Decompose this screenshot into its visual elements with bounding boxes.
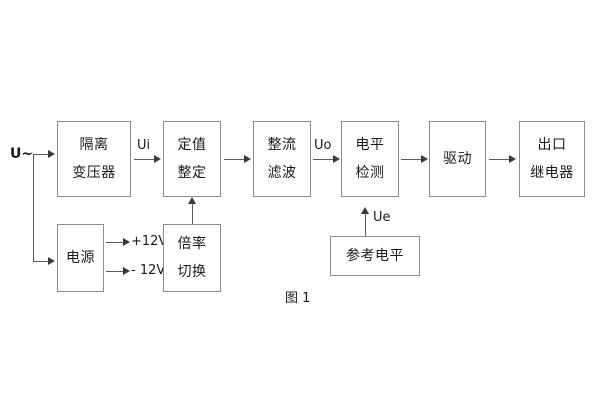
line-transformer-to-setpoint: [134, 159, 155, 160]
line-setpoint-to-rectifier: [224, 159, 245, 160]
block-level-detect[interactable]: 电平 检测: [341, 121, 399, 197]
line-rail-negative: [106, 271, 124, 272]
arrow-to-isolation-transformer: [48, 150, 55, 158]
line-rail-positive: [106, 242, 124, 243]
block-rectify-filter-line-1: 整流: [267, 136, 297, 153]
block-drive-line-1: 驱动: [443, 150, 472, 167]
arrow-to-power-supply: [48, 257, 55, 265]
block-multiplier-switch-line-1: 倍率: [177, 235, 207, 252]
block-isolation-transformer-line-1: 隔离: [79, 136, 109, 153]
line-rectifier-to-level-detect: [313, 159, 334, 160]
block-level-detect-line-1: 电平: [355, 136, 385, 153]
input-line-bottom-horizontal: [33, 261, 49, 262]
block-reference-level-line-1: 参考电平: [346, 247, 404, 264]
signal-label-uo: Uo: [314, 138, 332, 153]
block-multiplier-switch[interactable]: 倍率 切换: [163, 224, 221, 292]
block-multiplier-switch-line-2: 切换: [177, 263, 207, 280]
arrow-rectifier-to-level-detect: [333, 155, 340, 163]
signal-label-ue: Ue: [373, 210, 391, 225]
block-output-relay-line-1: 出口: [537, 136, 567, 153]
block-output-relay-line-2: 继电器: [530, 164, 574, 181]
arrow-transformer-to-setpoint: [154, 155, 161, 163]
block-setpoint-adjust-line-2: 整定: [177, 164, 207, 181]
input-source-label: U~: [10, 146, 34, 162]
rail-label-negative: - 12V: [131, 263, 166, 278]
line-level-detect-to-drive: [401, 159, 422, 160]
input-line-vertical-branch: [33, 154, 34, 261]
arrow-rail-positive: [123, 238, 130, 246]
block-level-detect-line-2: 检测: [355, 164, 385, 181]
arrow-level-detect-to-drive: [421, 155, 428, 163]
signal-label-ui: Ui: [137, 138, 151, 153]
block-reference-level[interactable]: 参考电平: [330, 236, 420, 276]
line-reference-to-level-detect: [365, 214, 366, 236]
line-multiplier-to-setpoint: [192, 204, 193, 224]
block-rectify-filter[interactable]: 整流 滤波: [253, 121, 311, 197]
rail-label-positive: +12V: [131, 234, 168, 249]
line-drive-to-output-relay: [489, 159, 510, 160]
arrow-rail-negative: [123, 267, 130, 275]
arrow-multiplier-to-setpoint: [188, 197, 196, 204]
block-drive[interactable]: 驱动: [429, 121, 486, 197]
block-isolation-transformer-line-2: 变压器: [72, 164, 116, 181]
block-power-supply[interactable]: 电源: [57, 224, 104, 292]
block-setpoint-adjust[interactable]: 定值 整定: [163, 121, 221, 197]
arrow-setpoint-to-rectifier: [244, 155, 251, 163]
arrow-drive-to-output-relay: [509, 155, 516, 163]
figure-caption: 图 1: [285, 291, 311, 306]
block-setpoint-adjust-line-1: 定值: [177, 136, 207, 153]
block-rectify-filter-line-2: 滤波: [267, 164, 297, 181]
block-power-supply-line-1: 电源: [66, 249, 95, 266]
block-output-relay[interactable]: 出口 继电器: [519, 121, 585, 197]
arrow-reference-to-level-detect: [361, 207, 369, 214]
input-line-top-horizontal: [33, 154, 49, 155]
block-isolation-transformer[interactable]: 隔离 变压器: [57, 121, 131, 197]
